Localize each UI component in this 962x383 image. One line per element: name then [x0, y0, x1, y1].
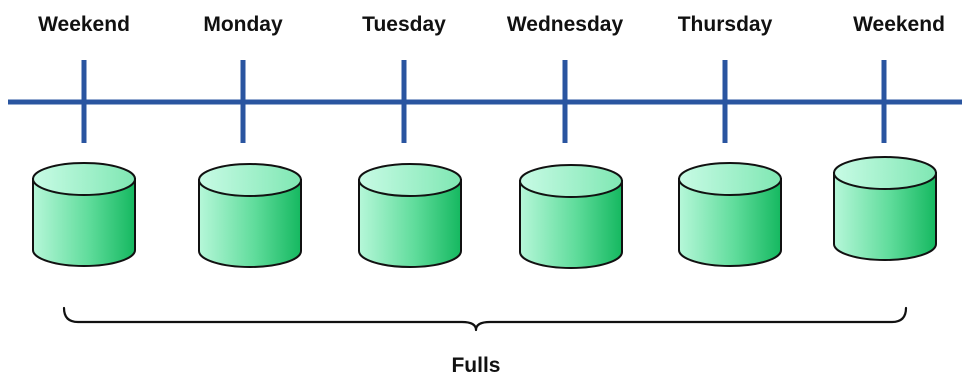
fulls-caption: Fulls: [451, 354, 500, 377]
day-label-thursday: Thursday: [678, 13, 773, 36]
database-cylinder-icon: [678, 162, 782, 267]
backup-cylinders: [32, 156, 937, 269]
day-label-wednesday: Wednesday: [507, 13, 624, 36]
day-labels: Weekend Monday Tuesday Wednesday Thursda…: [38, 13, 945, 36]
database-cylinder-icon: [519, 164, 623, 269]
timeline: [8, 60, 962, 143]
day-label-weekend-end: Weekend: [853, 13, 945, 36]
day-label-weekend-start: Weekend: [38, 13, 130, 36]
day-label-monday: Monday: [203, 13, 283, 36]
database-cylinder-icon: [833, 156, 937, 261]
grouping-brace: [62, 306, 908, 332]
day-label-tuesday: Tuesday: [362, 13, 446, 36]
database-cylinder-icon: [198, 163, 302, 268]
database-cylinder-icon: [32, 162, 136, 267]
database-cylinder-icon: [358, 163, 462, 268]
